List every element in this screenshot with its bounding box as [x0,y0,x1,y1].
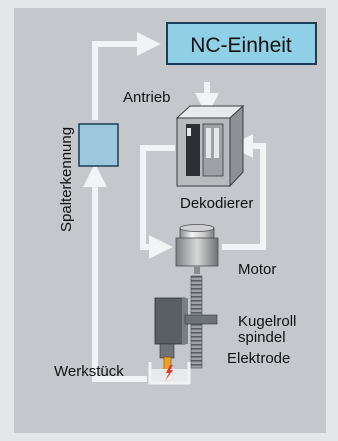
motor-icon [175,224,219,274]
arrow-drive-to-motor [140,145,175,259]
electrode-label: Elektrode [227,350,290,367]
workpiece-icon [148,362,191,385]
ballscrew-label-line2: spindel [238,329,286,346]
ballscrew-label-line1: Kugelroll [238,313,296,330]
gap-detection-label: Spalterkennung [58,127,75,232]
workpiece-label: Werkstück [54,363,124,380]
motor-label: Motor [238,261,276,278]
spark-icon [165,365,173,381]
electrode-carrier-icon [154,297,218,359]
arrow-workpiece-to-gap [83,163,147,382]
arrow-motor-to-drive [222,134,266,250]
nc-unit-label: NC-Einheit [190,34,292,57]
decoder-label: Dekodierer [180,195,253,212]
flow-arrows [83,32,266,382]
drive-unit-icon [175,104,245,188]
drive-label: Antrieb [123,89,171,106]
gap-detection-box [78,123,119,167]
nc-unit-box: NC-Einheit [166,22,317,65]
arrow-gap-to-nc [92,32,161,120]
